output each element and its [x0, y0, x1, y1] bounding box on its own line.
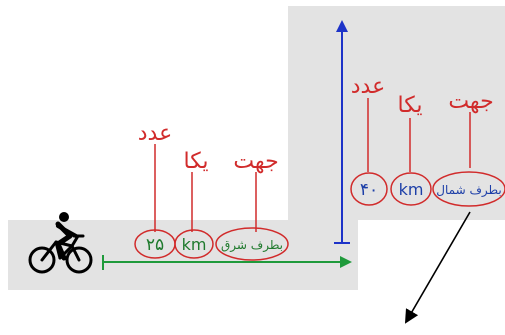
road-background: [8, 6, 505, 290]
north-unit-oval: km: [390, 172, 432, 206]
east-leader-lines: [154, 144, 257, 232]
east-direction-oval: بطرف شرق: [215, 227, 289, 261]
pointer-arrow: [404, 211, 471, 324]
north-heading-count: عدد: [351, 74, 385, 99]
north-value-oval: ۴۰: [350, 172, 388, 206]
east-heading-direction: جهت: [233, 149, 278, 174]
north-direction: بطرف شمال: [436, 183, 501, 198]
cyclist-icon: [28, 212, 93, 274]
north-vector-arrow: [334, 20, 350, 244]
east-heading-unit: یکا: [184, 149, 209, 174]
east-vector-arrow: [102, 255, 352, 270]
north-leader-lines: [367, 98, 471, 172]
north-heading-unit: یکا: [398, 93, 423, 118]
north-direction-oval: بطرف شمال: [432, 171, 505, 207]
east-heading-count: عدد: [138, 121, 172, 146]
east-unit: km: [182, 235, 207, 254]
north-unit: km: [399, 180, 424, 199]
east-direction: بطرف شرق: [221, 238, 283, 253]
east-unit-oval: km: [174, 229, 214, 259]
north-value: ۴۰: [360, 180, 378, 200]
east-value: ۲۵: [146, 235, 164, 255]
north-heading-direction: جهت: [448, 89, 493, 114]
